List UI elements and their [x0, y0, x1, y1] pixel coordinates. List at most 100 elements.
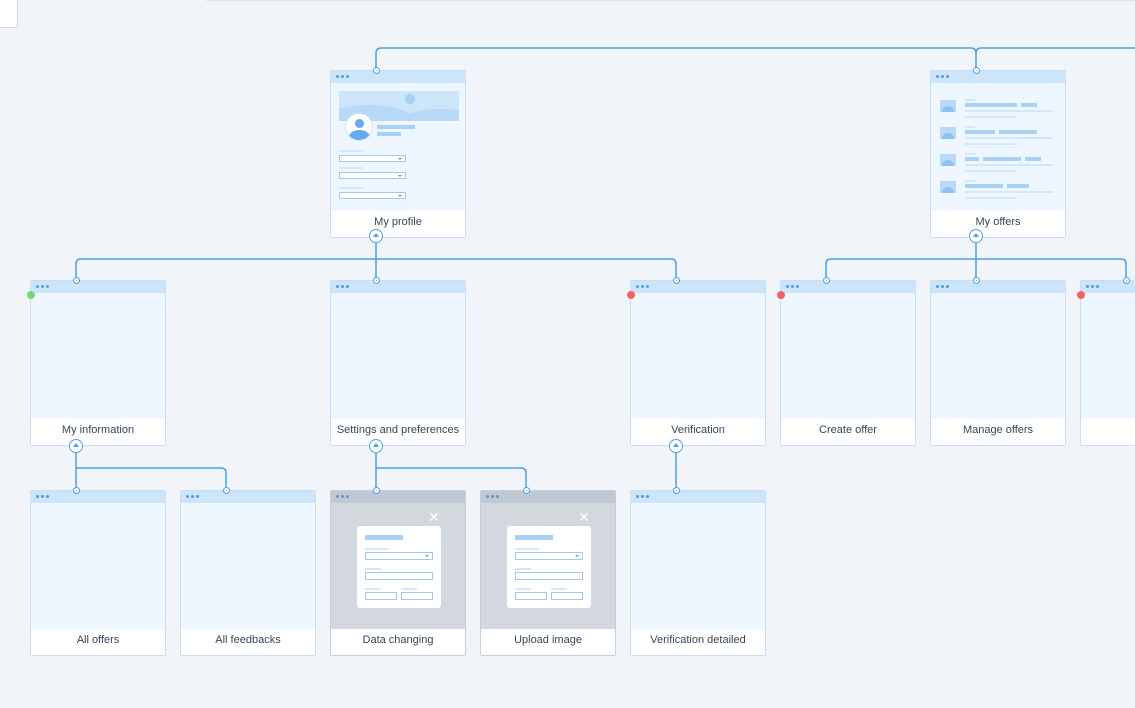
field-label [339, 167, 363, 169]
card-label: Settings and preferences [331, 419, 465, 445]
dialog-title-line [365, 535, 403, 540]
card-my-profile[interactable]: My profile [330, 70, 466, 238]
modal-dialog [357, 526, 441, 608]
card-header [631, 281, 765, 293]
card-label: Verification [631, 419, 765, 445]
collapse-toggle-icon[interactable] [969, 229, 983, 243]
window-dots [936, 285, 949, 288]
card-all-feedbacks[interactable]: All feedbacks [180, 490, 316, 656]
collapse-toggle-icon[interactable] [69, 439, 83, 453]
window-dots [36, 495, 49, 498]
window-dots [486, 495, 499, 498]
field-label [365, 548, 389, 550]
card-header [331, 71, 465, 83]
card-manage-offers[interactable]: Manage offers [930, 280, 1066, 446]
card-header [331, 281, 465, 293]
card-my-information[interactable]: My information [30, 280, 166, 446]
connector-port[interactable] [223, 487, 230, 494]
connector-port[interactable] [73, 277, 80, 284]
close-icon[interactable]: ✕ [428, 509, 440, 525]
text-line [965, 197, 1017, 199]
card-data-changing[interactable]: ✕ Data changing [330, 490, 466, 656]
connector-port[interactable] [1123, 277, 1130, 284]
text-line [965, 116, 1017, 118]
card-header [1081, 281, 1135, 293]
connector-port[interactable] [673, 277, 680, 284]
connector-port[interactable] [973, 277, 980, 284]
card-header [781, 281, 915, 293]
card-label: Create offer [781, 419, 915, 445]
window-dots [1086, 285, 1099, 288]
input-placeholder [551, 592, 583, 600]
card-partial-offscreen[interactable]: S [1080, 280, 1135, 446]
connector-port[interactable] [823, 277, 830, 284]
input-placeholder [515, 572, 583, 580]
status-dot-ok [27, 291, 35, 299]
corner-tab[interactable] [0, 0, 18, 28]
text-line [965, 143, 1017, 145]
select-placeholder [339, 172, 406, 179]
card-label: Verification detailed [631, 629, 765, 655]
dropdown-placeholder [515, 552, 583, 560]
connector-port[interactable] [673, 487, 680, 494]
close-icon[interactable]: ✕ [578, 509, 590, 525]
collapse-toggle-icon[interactable] [369, 229, 383, 243]
text-line [965, 137, 1053, 139]
text-line [965, 99, 975, 101]
window-dots [186, 495, 199, 498]
field-label [401, 588, 417, 590]
connector-port[interactable] [73, 487, 80, 494]
connector-port[interactable] [373, 277, 380, 284]
connector-port[interactable] [523, 487, 530, 494]
card-header [931, 281, 1065, 293]
card-settings-and-preferences[interactable]: Settings and preferences [330, 280, 466, 446]
text-line [965, 103, 1017, 107]
card-label: My information [31, 419, 165, 445]
field-label [339, 187, 363, 189]
card-header [631, 491, 765, 503]
text-line [965, 130, 995, 134]
field-label [339, 150, 363, 152]
text-line [965, 191, 1053, 193]
text-line [965, 153, 975, 155]
card-header [31, 491, 165, 503]
image-thumb-icon [940, 100, 956, 112]
card-label: All offers [31, 629, 165, 655]
field-label [365, 568, 381, 570]
card-create-offer[interactable]: Create offer [780, 280, 916, 446]
card-all-offers[interactable]: All offers [30, 490, 166, 656]
window-dots [636, 495, 649, 498]
text-line [965, 180, 975, 182]
status-dot-error [627, 291, 635, 299]
avatar-placeholder [345, 113, 373, 141]
window-dots [936, 75, 949, 78]
input-placeholder [515, 592, 547, 600]
card-label: Upload image [481, 629, 615, 655]
connector-port[interactable] [973, 67, 980, 74]
connector-port[interactable] [373, 67, 380, 74]
window-dots [336, 285, 349, 288]
collapse-toggle-icon[interactable] [669, 439, 683, 453]
field-label [365, 588, 381, 590]
card-verification-detailed[interactable]: Verification detailed [630, 490, 766, 656]
select-placeholder [339, 155, 406, 162]
text-line [965, 110, 1053, 112]
card-label: S [1081, 419, 1135, 445]
dropdown-placeholder [365, 552, 433, 560]
connector-port[interactable] [373, 487, 380, 494]
card-my-offers[interactable]: My offers [930, 70, 1066, 238]
card-label: Data changing [331, 629, 465, 655]
card-header [181, 491, 315, 503]
card-verification[interactable]: Verification [630, 280, 766, 446]
window-dots [36, 285, 49, 288]
text-line [1021, 103, 1037, 107]
collapse-toggle-icon[interactable] [369, 439, 383, 453]
image-thumb-icon [940, 154, 956, 166]
card-header [481, 491, 615, 503]
card-header [931, 71, 1065, 83]
text-line [965, 164, 1053, 166]
text-line [965, 126, 975, 128]
card-upload-image[interactable]: ✕ Upload image [480, 490, 616, 656]
subtitle-line [377, 132, 401, 136]
